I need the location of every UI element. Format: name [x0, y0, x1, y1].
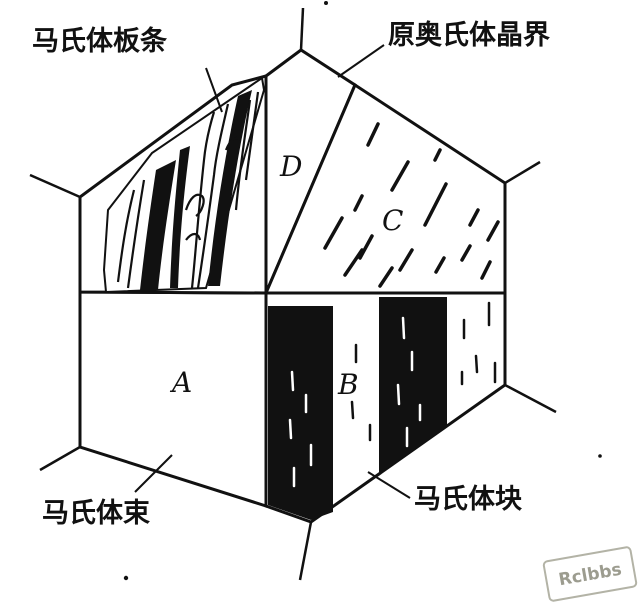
region-label-d: D	[279, 150, 302, 183]
label-prior-austenite-boundary: 原奥氏体晶界	[388, 19, 550, 51]
face-laths	[78, 74, 268, 295]
block-stripe-dark-1	[268, 306, 333, 520]
label-martensite-packet: 马氏体束	[42, 498, 150, 529]
region-label-b: B	[337, 368, 359, 401]
face-c	[263, 82, 507, 295]
region-label-a: A	[169, 366, 192, 399]
face-b	[264, 291, 507, 524]
label-martensite-block: 马氏体块	[414, 484, 523, 515]
watermark-stamp: Rclbbs	[542, 546, 638, 602]
watermark-text: Rclbbs	[557, 560, 623, 591]
block-stripe-dark-2	[379, 297, 447, 474]
grain-boundaries	[29, 7, 557, 581]
label-lath-martensite: 马氏体板条	[32, 26, 168, 57]
region-label-c: C	[382, 204, 403, 237]
face-a	[78, 290, 268, 509]
leader-lines	[134, 44, 411, 499]
